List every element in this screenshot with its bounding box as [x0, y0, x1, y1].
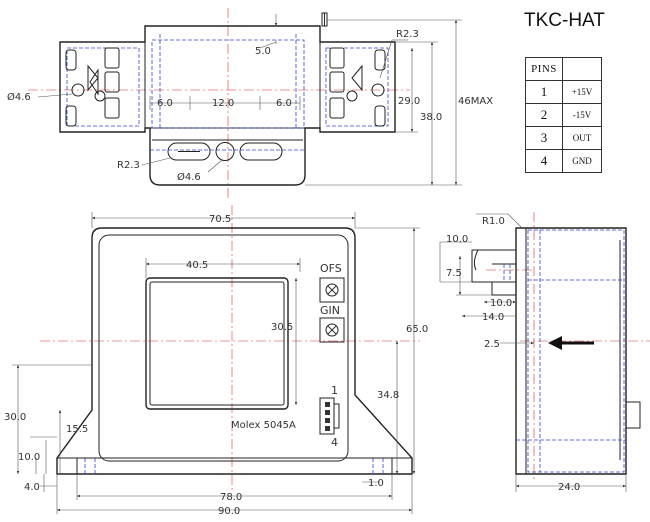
aperture-inner	[149, 281, 285, 406]
side-view-hidden-lines	[503, 229, 626, 473]
dim-6-0-b: 6.0	[276, 98, 292, 109]
gin-label: GIN	[320, 304, 340, 317]
aperture	[145, 277, 289, 410]
current-direction-arrow-icon	[548, 336, 594, 350]
dim-5-0: 5.0	[255, 46, 271, 57]
dim-7-5: 7.5	[446, 268, 462, 279]
right-hole-icon	[346, 90, 358, 102]
side-view: R1.0 10.0 7.5 10.0 14.0 2.5 24.0	[439, 212, 650, 493]
front-view-outline	[56, 227, 413, 475]
pin-number: 2	[525, 103, 563, 127]
gin-trim-icon	[325, 323, 339, 337]
dim-r2-3-top: R2.3	[396, 29, 419, 40]
pin-signal: +15V	[562, 80, 602, 104]
pin-number: 1	[525, 80, 563, 104]
dim-78-0: 78.0	[220, 492, 242, 503]
pin-number: 4	[525, 149, 563, 173]
dim-24-0: 24.0	[558, 482, 580, 493]
dim-15-5: 15.5	[66, 424, 88, 435]
dim-10-0-top: 10.0	[446, 234, 468, 245]
dim-12-0: 12.0	[212, 98, 234, 109]
dim-dia-4-6-bottom: Ø4.6	[177, 171, 201, 183]
dim-38-0: 38.0	[420, 112, 442, 123]
model-title: TKC-HAT	[524, 10, 605, 31]
pin-table-header: PINS	[525, 57, 602, 81]
front-view-dimension-lines	[12, 212, 420, 514]
top-view: 5.0 R2.3 Ø4.6 6.0 12.0 6.0 29.0 38.0 46M…	[7, 8, 493, 200]
pin-table-header-pins: PINS	[525, 57, 563, 81]
ofs-potentiometer	[319, 277, 345, 303]
dim-dia-4-6-left: Ø4.6	[7, 91, 31, 103]
left-hole-icon	[94, 90, 106, 102]
dim-10-0-front: 10.0	[18, 452, 40, 463]
dim-2-5: 2.5	[484, 339, 500, 350]
left-mounting-hole-icon	[71, 83, 85, 97]
dim-30-0: 30.0	[4, 412, 26, 423]
pin-table-row: 3 OUT	[525, 126, 602, 150]
top-view-dimension-lines	[37, 14, 462, 186]
left-mounting-slots	[65, 47, 120, 127]
pin-number: 3	[525, 126, 563, 150]
pin-signal: -15V	[562, 103, 602, 127]
connector-pins	[325, 402, 330, 431]
dim-1-0: 1.0	[368, 478, 384, 489]
dim-29-0: 29.0	[398, 96, 420, 107]
dim-70-5: 70.5	[209, 214, 231, 225]
pin-table-row: 1 +15V	[525, 80, 602, 104]
connector-label: Molex 5045A	[231, 420, 296, 431]
ofs-trim-icon	[325, 283, 339, 297]
bottom-mounting-slots	[167, 142, 283, 161]
pin-signal: GND	[562, 149, 602, 173]
front-view-hidden-lines	[84, 458, 384, 474]
dim-65-0: 65.0	[406, 324, 428, 335]
dim-34-8: 34.8	[377, 390, 399, 401]
dim-r1-0: R1.0	[482, 216, 505, 227]
right-mounting-hole-icon	[371, 83, 385, 97]
pin-table-row: 4 GND	[525, 149, 602, 173]
side-view-dimension-lines	[439, 213, 627, 492]
dim-10-0-mid: 10.0	[490, 298, 512, 309]
pin-signal: OUT	[562, 126, 602, 150]
front-view: OFS GIN 1 4 Molex 5045A	[4, 205, 428, 517]
pin-table-header-blank	[562, 57, 602, 81]
ofs-label: OFS	[320, 262, 342, 275]
dim-4-0: 4.0	[24, 482, 40, 493]
molex-connector-latch	[333, 403, 340, 429]
pin-table-row: 2 -15V	[525, 103, 602, 127]
dim-40-5: 40.5	[186, 260, 208, 271]
dim-30-5: 30.5	[271, 322, 293, 333]
right-mounting-slots	[329, 47, 386, 127]
dim-14-0: 14.0	[482, 312, 504, 323]
pin-table: PINS 1 +15V 2 -15V 3 OUT 4 GND	[525, 57, 602, 173]
pin-1-label: 1	[331, 384, 338, 397]
side-view-outline	[471, 227, 641, 475]
dim-r2-3-bottom: R2.3	[117, 160, 140, 171]
top-view-hidden-lines	[66, 34, 389, 151]
bottom-mounting-hole-icon	[215, 142, 235, 161]
dim-6-0-a: 6.0	[157, 98, 173, 109]
pin-4-label: 4	[331, 436, 338, 449]
gin-potentiometer	[319, 317, 345, 343]
dim-90-0: 90.0	[218, 506, 240, 517]
dim-46max: 46MAX	[458, 96, 493, 107]
